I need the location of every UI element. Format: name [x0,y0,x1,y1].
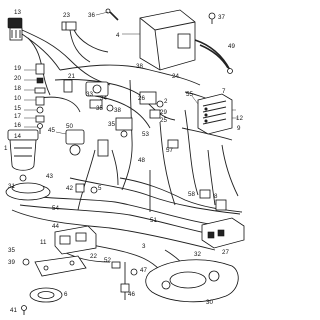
label-39: 39 [8,259,15,266]
disk-31 [5,182,51,201]
plate-22 [34,255,87,277]
label-16: 16 [14,122,21,129]
label-29: 29 [160,109,167,116]
label-12: 12 [236,115,243,122]
part-42-5 [75,183,98,194]
label-51: 51 [150,217,157,224]
label-8: 8 [214,193,218,200]
label-41: 41 [10,307,17,314]
label-30: 30 [206,299,213,306]
label-25: 25 [160,117,167,124]
label-4: 4 [116,32,120,39]
label-44: 44 [52,223,59,230]
label-3: 3 [142,243,146,250]
label-55: 55 [186,91,193,98]
bracket-44 [54,225,97,255]
label-48: 48 [138,157,145,164]
label-17: 17 [14,113,21,120]
label-24: 24 [172,73,179,80]
part-23 [61,21,77,31]
label-57: 57 [166,147,173,154]
valve-35-53 [115,117,133,138]
label-21: 21 [68,73,75,80]
filter-1 [7,129,39,182]
screw-37 [208,12,216,24]
valve-45 [65,129,109,157]
label-15: 15 [14,105,21,112]
label-35c: 35 [8,247,15,254]
parts-52-47-46 [111,261,138,293]
label-45: 45 [48,127,55,134]
label-31: 31 [8,183,15,190]
label-34: 34 [100,95,107,102]
label-33: 33 [86,91,93,98]
label-52: 52 [104,257,111,264]
label-14: 14 [14,133,21,140]
label-27: 27 [222,249,229,256]
intake-30 [145,259,239,303]
solenoid-cluster [85,81,114,112]
part-58-8 [199,189,227,211]
left-column-parts [34,63,46,134]
part-36 [105,8,119,21]
label-2: 2 [164,98,168,105]
label-50: 50 [66,123,73,130]
block-51 [201,217,245,249]
label-58: 58 [188,191,195,198]
part-21 [63,79,73,93]
valve-cluster-right [139,91,164,119]
connector-13 [7,17,23,41]
label-32: 32 [194,251,201,258]
label-37: 37 [218,14,225,21]
label-22: 22 [90,253,97,260]
label-35b: 35 [108,121,115,128]
label-46: 46 [128,291,135,298]
label-1: 1 [4,145,8,152]
label-7: 7 [222,88,226,95]
label-20: 20 [14,75,21,82]
label-6: 6 [64,291,68,298]
label-53: 53 [142,131,149,138]
label-18: 18 [14,85,21,92]
label-11: 11 [40,239,47,246]
label-54: 54 [52,205,59,212]
label-9: 9 [237,125,241,132]
label-47: 47 [140,267,147,274]
label-43: 43 [46,173,53,180]
screw-41 [21,305,27,315]
label-38b: 38 [114,107,121,114]
vacuum-hose-parts-diagram: 13 23 36 37 4 38 49 19 20 18 10 15 17 16… [4,8,245,315]
label-36: 36 [88,12,95,19]
label-49: 49 [228,43,235,50]
label-19: 19 [14,65,21,72]
leader-lines [24,11,238,135]
label-23: 23 [63,12,70,19]
tube-49 [199,44,233,74]
hose-routing [11,29,243,300]
part-labels: 13 23 36 37 4 38 49 19 20 18 10 15 17 16… [4,9,243,314]
gasket-6 [29,287,63,303]
label-42: 42 [66,185,73,192]
label-13: 13 [14,9,21,16]
label-10: 10 [14,95,21,102]
part-57 [167,139,179,149]
label-5: 5 [98,185,102,192]
relay-block-7 [197,93,233,135]
label-35a: 35 [96,105,103,112]
part-39 [22,258,30,266]
canister-4 [139,9,196,71]
label-26: 26 [138,95,145,102]
label-38a: 38 [136,63,143,70]
